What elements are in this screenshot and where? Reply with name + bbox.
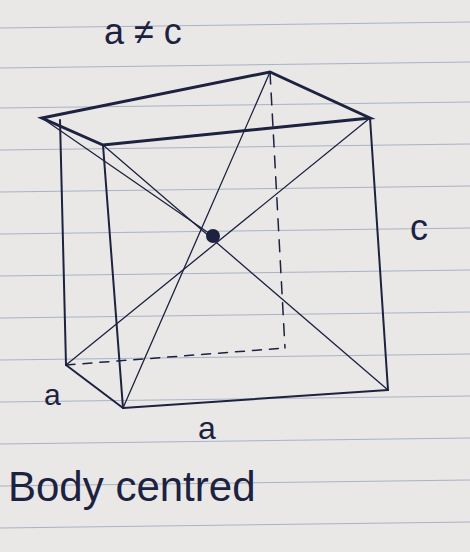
edge-length-label: c [410, 210, 428, 246]
ratio-label: a ≠ c [104, 14, 182, 50]
ruled-lines [0, 22, 470, 528]
edge-length-label: a [44, 380, 61, 410]
edge-length-label: a [198, 412, 216, 444]
cell-edges [42, 72, 388, 408]
body-centre-atom [206, 229, 220, 243]
caption: Body centred [8, 466, 256, 508]
